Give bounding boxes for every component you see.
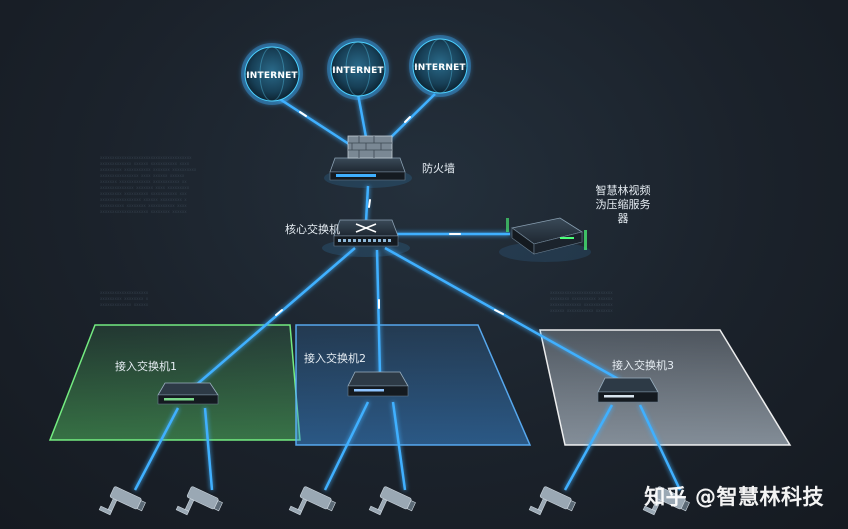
packet-dashes [275,111,504,316]
server-label-line-1: 智慧林视频 [595,184,651,197]
watermark: 知乎 @智慧林科技 [644,485,824,509]
link-firewall-core [364,185,370,223]
link-access2-cam1 [323,401,370,491]
switch-arrows-icon [355,223,377,233]
access-switch-3-device [597,377,659,403]
link-core-access2 [375,249,382,376]
security-camera-icon [175,486,223,516]
zone-white [539,329,792,446]
background-terminal-text: xxxxxxxxxxxxxxxxxxxxxxxxxx xxxxxxxx xxxx… [550,290,613,313]
zone-blue [295,324,532,446]
core-switch-label: 核心交换机 [285,223,340,236]
internet-globe-2 [327,38,389,100]
security-camera-icon [368,486,416,516]
access-switch-3-label: 接入交换机3 [612,359,674,372]
internet-globe-1 [241,43,303,105]
link-access2-cam2 [391,401,407,491]
internet-label-3: INTERNET [414,63,466,73]
access-switch-1-device [157,382,219,405]
server-label: 智慧林视频 沩压缩服务 器 [585,184,661,226]
link-access3-cam1 [563,404,614,491]
link-access3-cam2 [638,404,682,491]
internet-label-2: INTERNET [332,66,384,76]
link-access1-cam1 [133,407,180,491]
zone-green [48,324,301,441]
link-core-access1 [194,247,356,387]
link-internet1-firewall [271,92,356,150]
firewall-label: 防火墙 [422,162,455,175]
background-terminal-text: xxxxxxxxxxxxxxxxxxxxxxxxxxxxxxxxxxxxxx x… [100,155,197,214]
server-label-line-2: 沩压缩服务 [595,198,651,211]
internet-label-1: INTERNET [246,71,298,81]
security-camera-icon [288,486,336,516]
compression-server-device [499,217,591,262]
background-terminal-text: xxxxxxxxxxxxxxxxxxxx xxxxxxxxx xxxxxxxx … [100,290,149,307]
link-access1-cam2 [203,407,214,491]
core-switch-device [322,219,410,257]
server-label-line-3: 器 [617,212,629,225]
security-camera-icon [528,486,576,516]
access-switch-2-device [347,371,409,397]
internet-globe-3 [409,35,471,97]
firewall-device [324,135,412,188]
brick-wall-icon [347,135,393,159]
access-switch-2-label: 接入交换机2 [304,352,366,365]
access-switch-1-label: 接入交换机1 [115,360,177,373]
security-camera-icon [98,486,146,516]
camera-icons [98,486,690,516]
security-camera-icon [642,486,690,516]
